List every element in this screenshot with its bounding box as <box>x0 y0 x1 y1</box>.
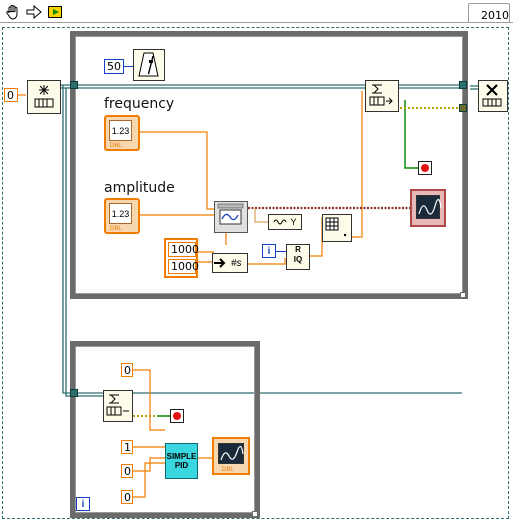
block-diagram-boundary <box>2 27 509 519</box>
tunnel-right-main-2 <box>459 104 467 112</box>
pid-line1: SIMPLE <box>166 452 197 461</box>
tunnel-right-main <box>459 81 467 89</box>
stop-button-main[interactable] <box>418 161 432 175</box>
tab-outline <box>468 3 510 23</box>
pid-line2: PID <box>174 461 189 470</box>
release-refnum-node[interactable] <box>478 80 508 112</box>
amplitude-label: amplitude <box>104 180 175 196</box>
arrow-right-icon <box>214 258 226 268</box>
tunnel-left-main <box>70 81 78 89</box>
pid-setpoint-constant[interactable]: 0 <box>121 363 133 377</box>
while-loop-main <box>70 31 468 299</box>
r-label: R <box>295 245 301 254</box>
dbl-tag: DBL <box>110 143 122 149</box>
loop-resize-handle-pid[interactable] <box>252 511 258 517</box>
while-loop-pid <box>70 341 260 518</box>
hand-tool-icon[interactable] <box>4 3 22 21</box>
dbl-tag: DBL <box>222 467 234 473</box>
wait-until-next-ms-node[interactable] <box>133 49 165 81</box>
queue-icon <box>369 84 393 106</box>
iteration-terminal-main: i <box>262 244 276 258</box>
dt-label: #s <box>231 257 242 269</box>
pid-gain-constant[interactable]: 1 <box>121 440 133 454</box>
tab-bar <box>0 22 513 23</box>
chart-plot-icon <box>220 445 244 461</box>
simple-pid-subvi[interactable]: SIMPLE PID <box>165 443 198 479</box>
array-grid-icon <box>325 217 347 237</box>
init-refnum-node[interactable] <box>27 80 61 114</box>
wait-ms-constant[interactable]: 50 <box>104 59 124 74</box>
amplitude-control[interactable]: 1.23 DBL <box>104 198 140 234</box>
close-x-icon <box>482 84 502 107</box>
iq-label: IQ <box>293 255 303 264</box>
array-element-2: 1000 <box>168 259 199 274</box>
pid-waveform-chart[interactable]: DBL <box>212 437 250 475</box>
frequency-display: 1.23 <box>109 120 132 141</box>
queue-icon <box>106 394 129 416</box>
frequency-label: frequency <box>104 96 175 112</box>
stop-button-pid[interactable] <box>170 409 184 423</box>
waveform-icon <box>274 219 287 225</box>
graph-plot-icon <box>418 198 442 215</box>
wire-wait <box>124 66 134 67</box>
sine-icon <box>217 203 244 225</box>
waveform-graph-main[interactable] <box>410 189 446 227</box>
simulate-signal-node[interactable] <box>214 201 248 233</box>
iteration-terminal-pid: i <box>76 497 90 511</box>
metronome-icon <box>138 52 159 77</box>
pid-derivative-constant[interactable]: 0 <box>121 490 133 504</box>
tunnel-left-pid <box>70 389 78 397</box>
array-element-1: 1000 <box>168 242 199 257</box>
to-dt-node[interactable]: #s <box>212 253 248 273</box>
initial-constant[interactable]: 0 <box>4 88 18 102</box>
array-constant[interactable]: 1000 1000 <box>164 238 199 278</box>
y-label: Y <box>290 217 297 227</box>
run-arrow-icon[interactable] <box>25 3 43 21</box>
highlight-icon[interactable] <box>46 3 64 21</box>
init-node-icon <box>34 85 54 108</box>
wire-iter <box>276 251 286 252</box>
pid-integral-constant[interactable]: 0 <box>121 464 133 478</box>
quotient-remainder-node[interactable]: R IQ <box>286 244 310 270</box>
get-waveform-y-node[interactable]: Y <box>268 214 302 230</box>
build-array-node[interactable] <box>322 214 352 242</box>
queue-status-node[interactable] <box>365 80 399 112</box>
graph-display <box>416 195 442 219</box>
loop-resize-handle-main[interactable] <box>460 292 466 298</box>
amplitude-display: 1.23 <box>109 203 132 224</box>
version-label: 2010 <box>481 9 509 22</box>
frequency-control[interactable]: 1.23 DBL <box>104 115 140 151</box>
queue-status-node-pid[interactable] <box>103 390 133 422</box>
chart-display <box>218 443 244 464</box>
dbl-tag: DBL <box>110 226 122 232</box>
